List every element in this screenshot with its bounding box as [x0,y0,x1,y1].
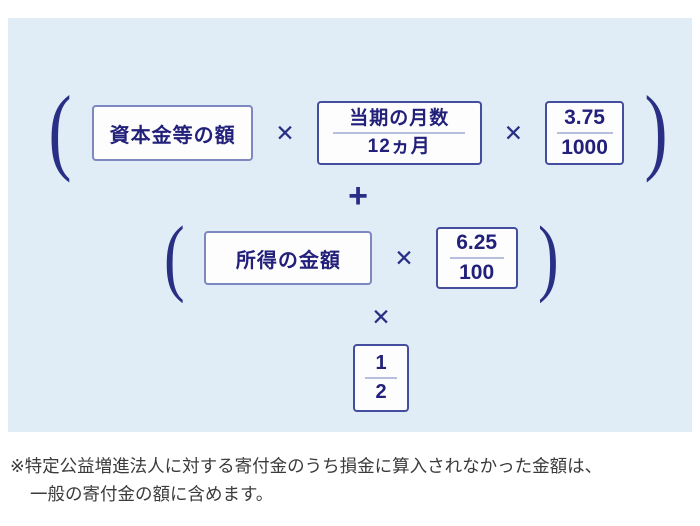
formula-panel: ( 資本金等の額 ✕ 当期の月数 12ヵ月 ✕ 3.75 1000 ) + ( [8,18,692,432]
fraction-half-row: 1 2 [8,340,700,416]
fraction-denominator-rate1: 1000 [561,136,608,159]
fraction-numerator-rate1: 3.75 [564,105,605,129]
footnote-line-2: 一般の寄付金の額に含めます。 [30,484,274,505]
fraction-numerator-rate2: 6.25 [456,230,498,254]
fraction-denominator-rate2: 100 [459,261,495,284]
term-box-capital-amount: 資本金等の額 [91,105,254,161]
formula-row-income: ( 所得の金額 ✕ 6.25 100 ) [156,213,566,299]
fraction-box-one-half: 1 2 [353,344,409,412]
open-paren-row1: ( [48,76,72,183]
formula-row-capital: ( 資本金等の額 ✕ 当期の月数 12ヵ月 ✕ 3.75 1000 ) [44,82,672,178]
fraction-rule-icon [556,132,613,134]
multiply-operator-row: ✕ [8,302,700,332]
fraction-rule-icon [365,377,397,379]
fraction-box-months: 当期の月数 12ヵ月 [316,101,482,165]
multiply-icon-row1-a: ✕ [275,119,295,146]
fraction-numerator-half: 1 [375,352,387,374]
fraction-denominator-months: 12ヵ月 [367,136,431,157]
close-paren-row1: ) [644,76,668,183]
multiply-icon-row1-b: ✕ [503,119,524,146]
term-label-capital-amount: 資本金等の額 [109,124,236,147]
open-paren-row2: ( [163,207,185,304]
fraction-box-rate-3-75-1000: 3.75 1000 [545,101,625,165]
plus-operator-row: + [8,178,700,214]
term-box-income-amount: 所得の金額 [204,231,373,285]
close-paren-row2: ) [537,207,559,304]
multiply-icon-row2: ✕ [394,244,414,271]
multiply-icon-bottom: ✕ [371,303,391,330]
plus-icon: + [348,177,368,215]
term-label-income-amount: 所得の金額 [235,249,341,272]
footnote: ※特定公益増進法人に対する寄付金のうち損金に算入されなかった金額は、 一般の寄付… [10,452,686,509]
fraction-rule-icon [449,257,504,259]
fraction-numerator-months: 当期の月数 [349,108,450,130]
fraction-denominator-half: 2 [375,381,387,403]
fraction-rule-icon [333,132,466,134]
fraction-box-rate-6-25-100: 6.25 100 [435,227,518,289]
footnote-line-1: ※特定公益増進法人に対する寄付金のうち損金に算入されなかった金額は、 [10,456,603,476]
